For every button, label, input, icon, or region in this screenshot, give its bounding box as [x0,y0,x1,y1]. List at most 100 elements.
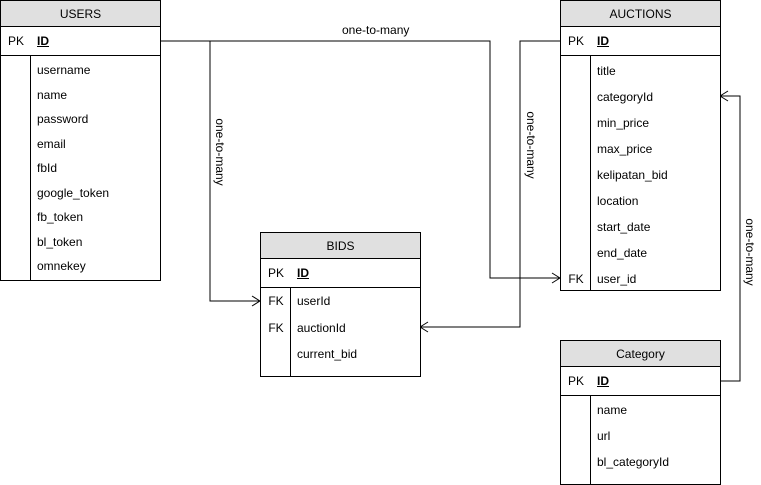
field-name: kelipatan_bid [597,168,668,182]
relation-label-auctions-bids: one-to-many [524,111,538,179]
key-marker: FK [568,272,584,286]
field-row[interactable]: name [1,85,160,105]
connector-category-auctions[interactable] [720,95,741,382]
field-name: google_token [37,185,110,200]
table-category[interactable]: Category PK ID name url bl_categoryId [560,340,721,485]
field-name: max_price [597,142,653,156]
table-title: AUCTIONS [561,1,720,27]
field-row[interactable]: username [1,60,160,80]
field-row[interactable]: max_price [561,139,720,159]
field-name: url [597,429,611,443]
field-name: auctionId [297,320,346,335]
table-fields: username name password email fbId google_toke… [1,56,160,280]
primary-key-row[interactable]: PK ID [561,27,720,56]
connector-users-auctions[interactable] [160,40,560,279]
field-row[interactable]: url [561,426,720,446]
crowfoot-auctions-bids [419,321,429,333]
key-marker [561,243,591,263]
crowfoot-users-auctions [551,272,561,284]
field-row[interactable]: kelipatan_bid [561,165,720,185]
table-title: USERS [1,1,160,27]
key-marker [261,344,291,364]
field-row[interactable]: password [1,109,160,129]
key-marker [1,60,31,80]
field-row[interactable]: bl_categoryId [561,452,720,472]
connector-auctions-bids[interactable] [420,40,560,328]
key-marker [561,191,591,211]
key-marker: FK [268,320,284,335]
primary-key-row[interactable]: PK ID [561,367,720,396]
relation-label-category-auctions: one-to-many [743,218,757,286]
field-name: end_date [597,246,648,260]
field-name: ID [597,374,609,388]
key-marker [561,426,591,446]
field-row[interactable]: omnekey [1,256,160,276]
key-marker [1,134,31,154]
field-row[interactable]: email [1,134,160,154]
field-name: location [597,194,639,208]
field-name: bl_categoryId [597,455,670,469]
key-marker [1,158,31,178]
table-fields: name url bl_categoryId [561,396,720,484]
key-marker [1,85,31,105]
field-name: name [37,87,68,102]
field-row[interactable]: bl_token [1,232,160,252]
key-marker [561,87,591,107]
field-row[interactable]: fb_token [1,207,160,227]
relation-label-users-auctions: one-to-many [342,23,410,37]
key-marker [561,400,591,420]
field-name: fbId [37,161,58,175]
primary-key-row[interactable]: PK ID [261,259,420,288]
field-name: min_price [597,116,650,130]
key-marker: PK [7,34,24,48]
field-row[interactable]: fbId [1,158,160,178]
column-divider [290,288,291,376]
field-row[interactable]: FK auctionId [261,318,420,338]
table-title: BIDS [261,233,420,259]
field-name: ID [297,266,309,280]
field-row[interactable]: google_token [1,183,160,203]
field-name: password [37,112,89,126]
connector-users-bids[interactable] [209,41,260,302]
relation-label-users-bids: one-to-many [213,118,227,186]
field-row[interactable]: current_bid [261,344,420,364]
column-divider [30,56,31,280]
field-row[interactable]: name [561,400,720,420]
key-marker [1,232,31,252]
field-name: categoryId [597,90,654,104]
table-users[interactable]: USERS PK ID username name password email fbI… [0,0,161,281]
field-row[interactable]: categoryId [561,87,720,107]
column-divider [590,56,591,290]
crowfoot-category-auctions [719,90,729,102]
key-marker [561,61,591,81]
key-marker [561,452,591,472]
field-row[interactable]: location [561,191,720,211]
primary-key-row[interactable]: PK ID [1,27,160,56]
field-name: fb_token [37,210,84,224]
key-marker [561,139,591,159]
field-row[interactable]: min_price [561,113,720,133]
table-title: Category [561,341,720,367]
field-row[interactable]: end_date [561,243,720,263]
key-marker [561,165,591,185]
field-row[interactable]: start_date [561,217,720,237]
field-name: email [37,136,66,151]
key-marker [1,183,31,203]
key-marker: PK [267,266,284,280]
key-marker [561,217,591,237]
field-name: name [597,403,628,417]
field-name: title [597,64,616,78]
field-name: omnekey [37,259,86,273]
field-row[interactable]: title [561,61,720,81]
column-divider [590,396,591,484]
key-marker [1,109,31,129]
key-marker: FK [268,294,284,308]
key-marker [1,207,31,227]
field-name: start_date [597,220,651,234]
